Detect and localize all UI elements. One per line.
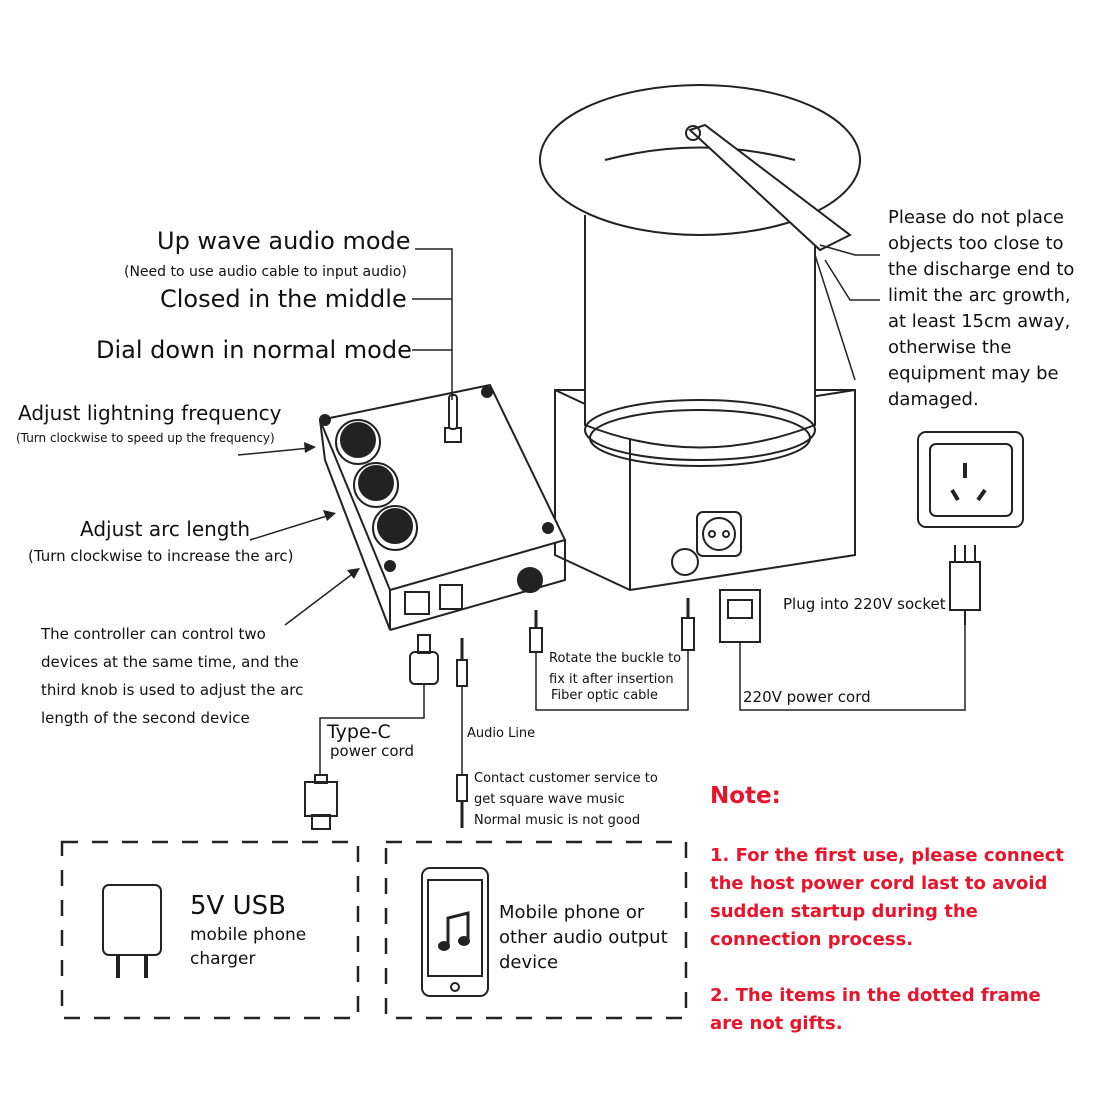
note-title: Note: (710, 783, 781, 809)
up-wave-note: (Need to use audio cable to input audio) (124, 264, 407, 280)
wall-socket-icon (917, 431, 1024, 528)
typec-title: Type-C (327, 721, 391, 743)
discharge-warning: Please do not place objects too close to… (888, 207, 1075, 410)
toggle-switch-icon (444, 394, 462, 443)
power-cord-220-label: 220V power cord (743, 688, 871, 706)
usb-plug-icon (304, 774, 338, 830)
charger-icon (102, 884, 162, 978)
controller-note: The controller can control two devices a… (41, 625, 304, 727)
power-plug-icon (719, 589, 761, 643)
controller-box (318, 383, 567, 631)
up-wave-label: Up wave audio mode (157, 227, 411, 255)
closed-middle-label: Closed in the middle (160, 285, 407, 313)
adjust-arc-label: Adjust arc length (80, 517, 251, 541)
tesla-coil (539, 84, 880, 592)
phone-description: Mobile phone or other audio output devic… (499, 902, 668, 973)
usb-title: 5V USB (190, 891, 286, 921)
typec-subtitle: power cord (330, 742, 414, 760)
usb-c-plug-icon (409, 634, 439, 685)
adjust-arc-note: (Turn clockwise to increase the arc) (28, 547, 294, 565)
phone-music-icon (421, 867, 489, 997)
fiber-cable-label: Fiber optic cable (551, 688, 659, 703)
fiber-rotate-label: Rotate the buckle to fix it after insert… (549, 651, 682, 687)
audio-line-label: Audio Line (467, 726, 536, 741)
adjust-frequency-note: (Turn clockwise to speed up the frequenc… (16, 431, 275, 445)
plug-socket-label: Plug into 220V socket (783, 595, 946, 613)
note-item-2: 2. The items in the dotted frame are not… (710, 985, 1041, 1034)
adjust-frequency-label: Adjust lightning frequency (18, 401, 282, 425)
dial-down-label: Dial down in normal mode (96, 336, 412, 364)
note-item-1: 1. For the first use, please connect the… (710, 845, 1064, 950)
contact-service-label: Contact customer service to get square w… (474, 771, 658, 828)
knob-icon (335, 419, 418, 551)
usb-subtitle: mobile phone charger (190, 925, 307, 969)
